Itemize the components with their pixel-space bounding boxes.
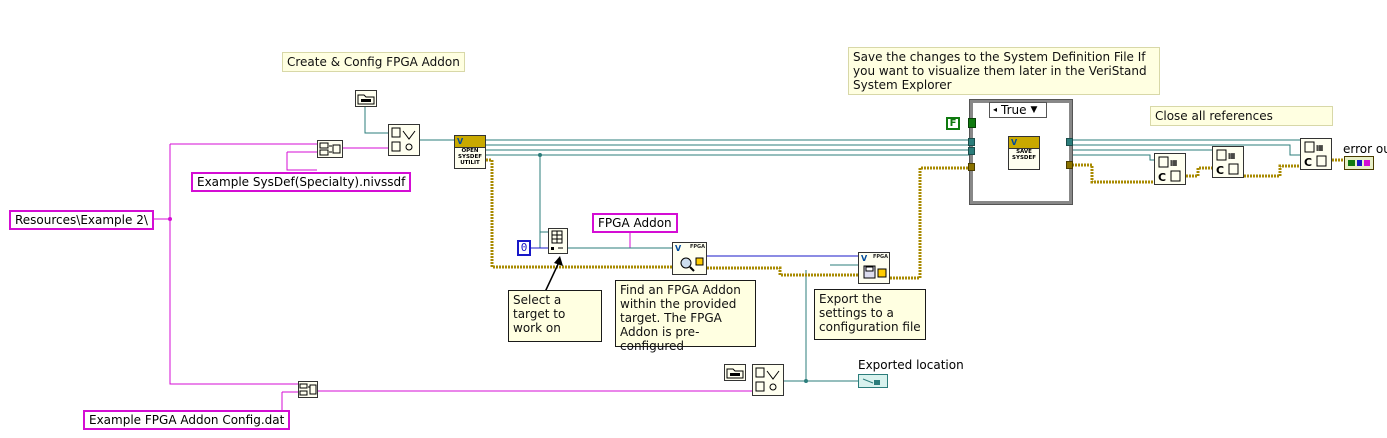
config-file-constant[interactable]: Example FPGA Addon Config.dat	[83, 410, 291, 430]
subvi-header-band	[455, 136, 485, 148]
svg-text:▦: ▦	[1170, 158, 1178, 167]
folder-icon	[726, 368, 744, 379]
folder-constant-top[interactable]	[355, 90, 377, 107]
comment-export-settings: Export the settings to a configuration f…	[814, 289, 926, 340]
annotation-arrow	[544, 256, 563, 293]
path-function-bottom[interactable]	[752, 364, 784, 396]
error-out-label: error out	[1343, 142, 1387, 156]
close-reference-node-2[interactable]: ▦C	[1212, 146, 1244, 178]
comment-close-references: Close all references	[1150, 106, 1333, 126]
subvi-header-band	[1009, 137, 1039, 149]
comment-save-changes: Save the changes to the System Definitio…	[848, 47, 1160, 95]
comment-find-addon: Find an FPGA Addon within the provided t…	[615, 280, 756, 353]
svg-text:C: C	[1158, 171, 1166, 184]
svg-text:▦: ▦	[1316, 143, 1324, 152]
case-selector-prev[interactable]: ◂	[993, 105, 998, 114]
build-path-node-config[interactable]	[298, 381, 318, 398]
build-path-icon	[299, 383, 317, 396]
refnum-wires	[364, 106, 1300, 382]
path-function-top[interactable]	[388, 124, 420, 156]
case-selector-value: True	[1001, 103, 1027, 117]
open-sysdef-utility-subvi[interactable]: V OPEN SYSDEF UTILIT	[454, 135, 486, 169]
build-path-node-sysdef[interactable]	[317, 140, 343, 158]
build-path-icon	[319, 142, 341, 156]
case-selector-dropdown-icon[interactable]: ▼	[1030, 105, 1038, 115]
path-indicator-icon	[862, 378, 880, 385]
path-junctions	[168, 217, 172, 221]
strip-path-icon	[391, 127, 416, 152]
resources-path-constant[interactable]: Resources\Example 2\	[9, 210, 154, 230]
veristand-logo-icon: V	[675, 244, 682, 253]
save-sysdef-subvi[interactable]: V SAVE SYSDEF	[1008, 136, 1040, 170]
close-reference-icon: ▦C	[1304, 141, 1327, 169]
veristand-logo-icon: V	[861, 254, 868, 263]
subvi-caption: OPEN SYSDEF UTILIT	[458, 148, 482, 166]
target-index-constant[interactable]: 0	[517, 240, 531, 256]
veristand-logo-icon: V	[457, 137, 464, 146]
index-array-icon	[551, 230, 563, 250]
case-tunnel-in-error	[968, 163, 975, 171]
veristand-logo-icon: V	[1011, 138, 1018, 147]
export-disk-icon	[863, 265, 887, 279]
svg-text:C: C	[1304, 156, 1312, 169]
error-out-indicator[interactable]	[1344, 156, 1374, 170]
svg-text:C: C	[1216, 164, 1224, 177]
fpga-tag: FPGA	[872, 254, 888, 260]
case-selector-terminal	[968, 118, 976, 128]
fpga-tag: FPGA	[689, 244, 705, 250]
boolean-false-constant[interactable]: F	[946, 117, 960, 130]
index-array-node[interactable]	[548, 228, 568, 254]
close-reference-node-1[interactable]: ▦C	[1154, 153, 1186, 185]
sysdef-file-constant[interactable]: Example SysDef(Specialty).nivssdf	[191, 172, 412, 192]
close-reference-node-3[interactable]: ▦C	[1300, 138, 1332, 170]
case-selector[interactable]: ◂ True ▼	[989, 102, 1047, 118]
comment-create-config: Create & Config FPGA Addon	[282, 52, 465, 72]
exported-location-label: Exported location	[858, 358, 964, 372]
magnifier-icon	[680, 257, 704, 272]
close-reference-icon: ▦C	[1158, 156, 1181, 184]
find-fpga-addon-subvi[interactable]: V FPGA	[672, 242, 707, 275]
comment-select-target: Select a target to work on	[508, 290, 602, 342]
svg-text:▦: ▦	[1228, 151, 1236, 160]
subvi-header-band	[673, 243, 706, 254]
folder-icon	[357, 94, 375, 105]
wire-junctions	[538, 153, 808, 383]
case-tunnel-in-refnum	[968, 138, 975, 146]
case-tunnel-out-error	[1066, 161, 1073, 169]
exported-location-indicator[interactable]	[858, 374, 888, 388]
case-tunnel-in-refnum-2	[968, 147, 975, 155]
export-fpga-settings-subvi[interactable]: V FPGA	[858, 252, 890, 284]
error-cluster-icon	[1348, 160, 1370, 166]
close-reference-icon: ▦C	[1216, 149, 1239, 177]
fpga-addon-name-constant[interactable]: FPGA Addon	[592, 213, 678, 233]
numeric-wires	[530, 247, 858, 257]
error-wires	[486, 158, 1344, 280]
case-tunnel-out-refnum	[1066, 138, 1073, 146]
subvi-caption: SAVE SYSDEF	[1012, 149, 1036, 161]
strip-path-icon	[755, 367, 780, 392]
folder-constant-bottom[interactable]	[724, 364, 746, 381]
